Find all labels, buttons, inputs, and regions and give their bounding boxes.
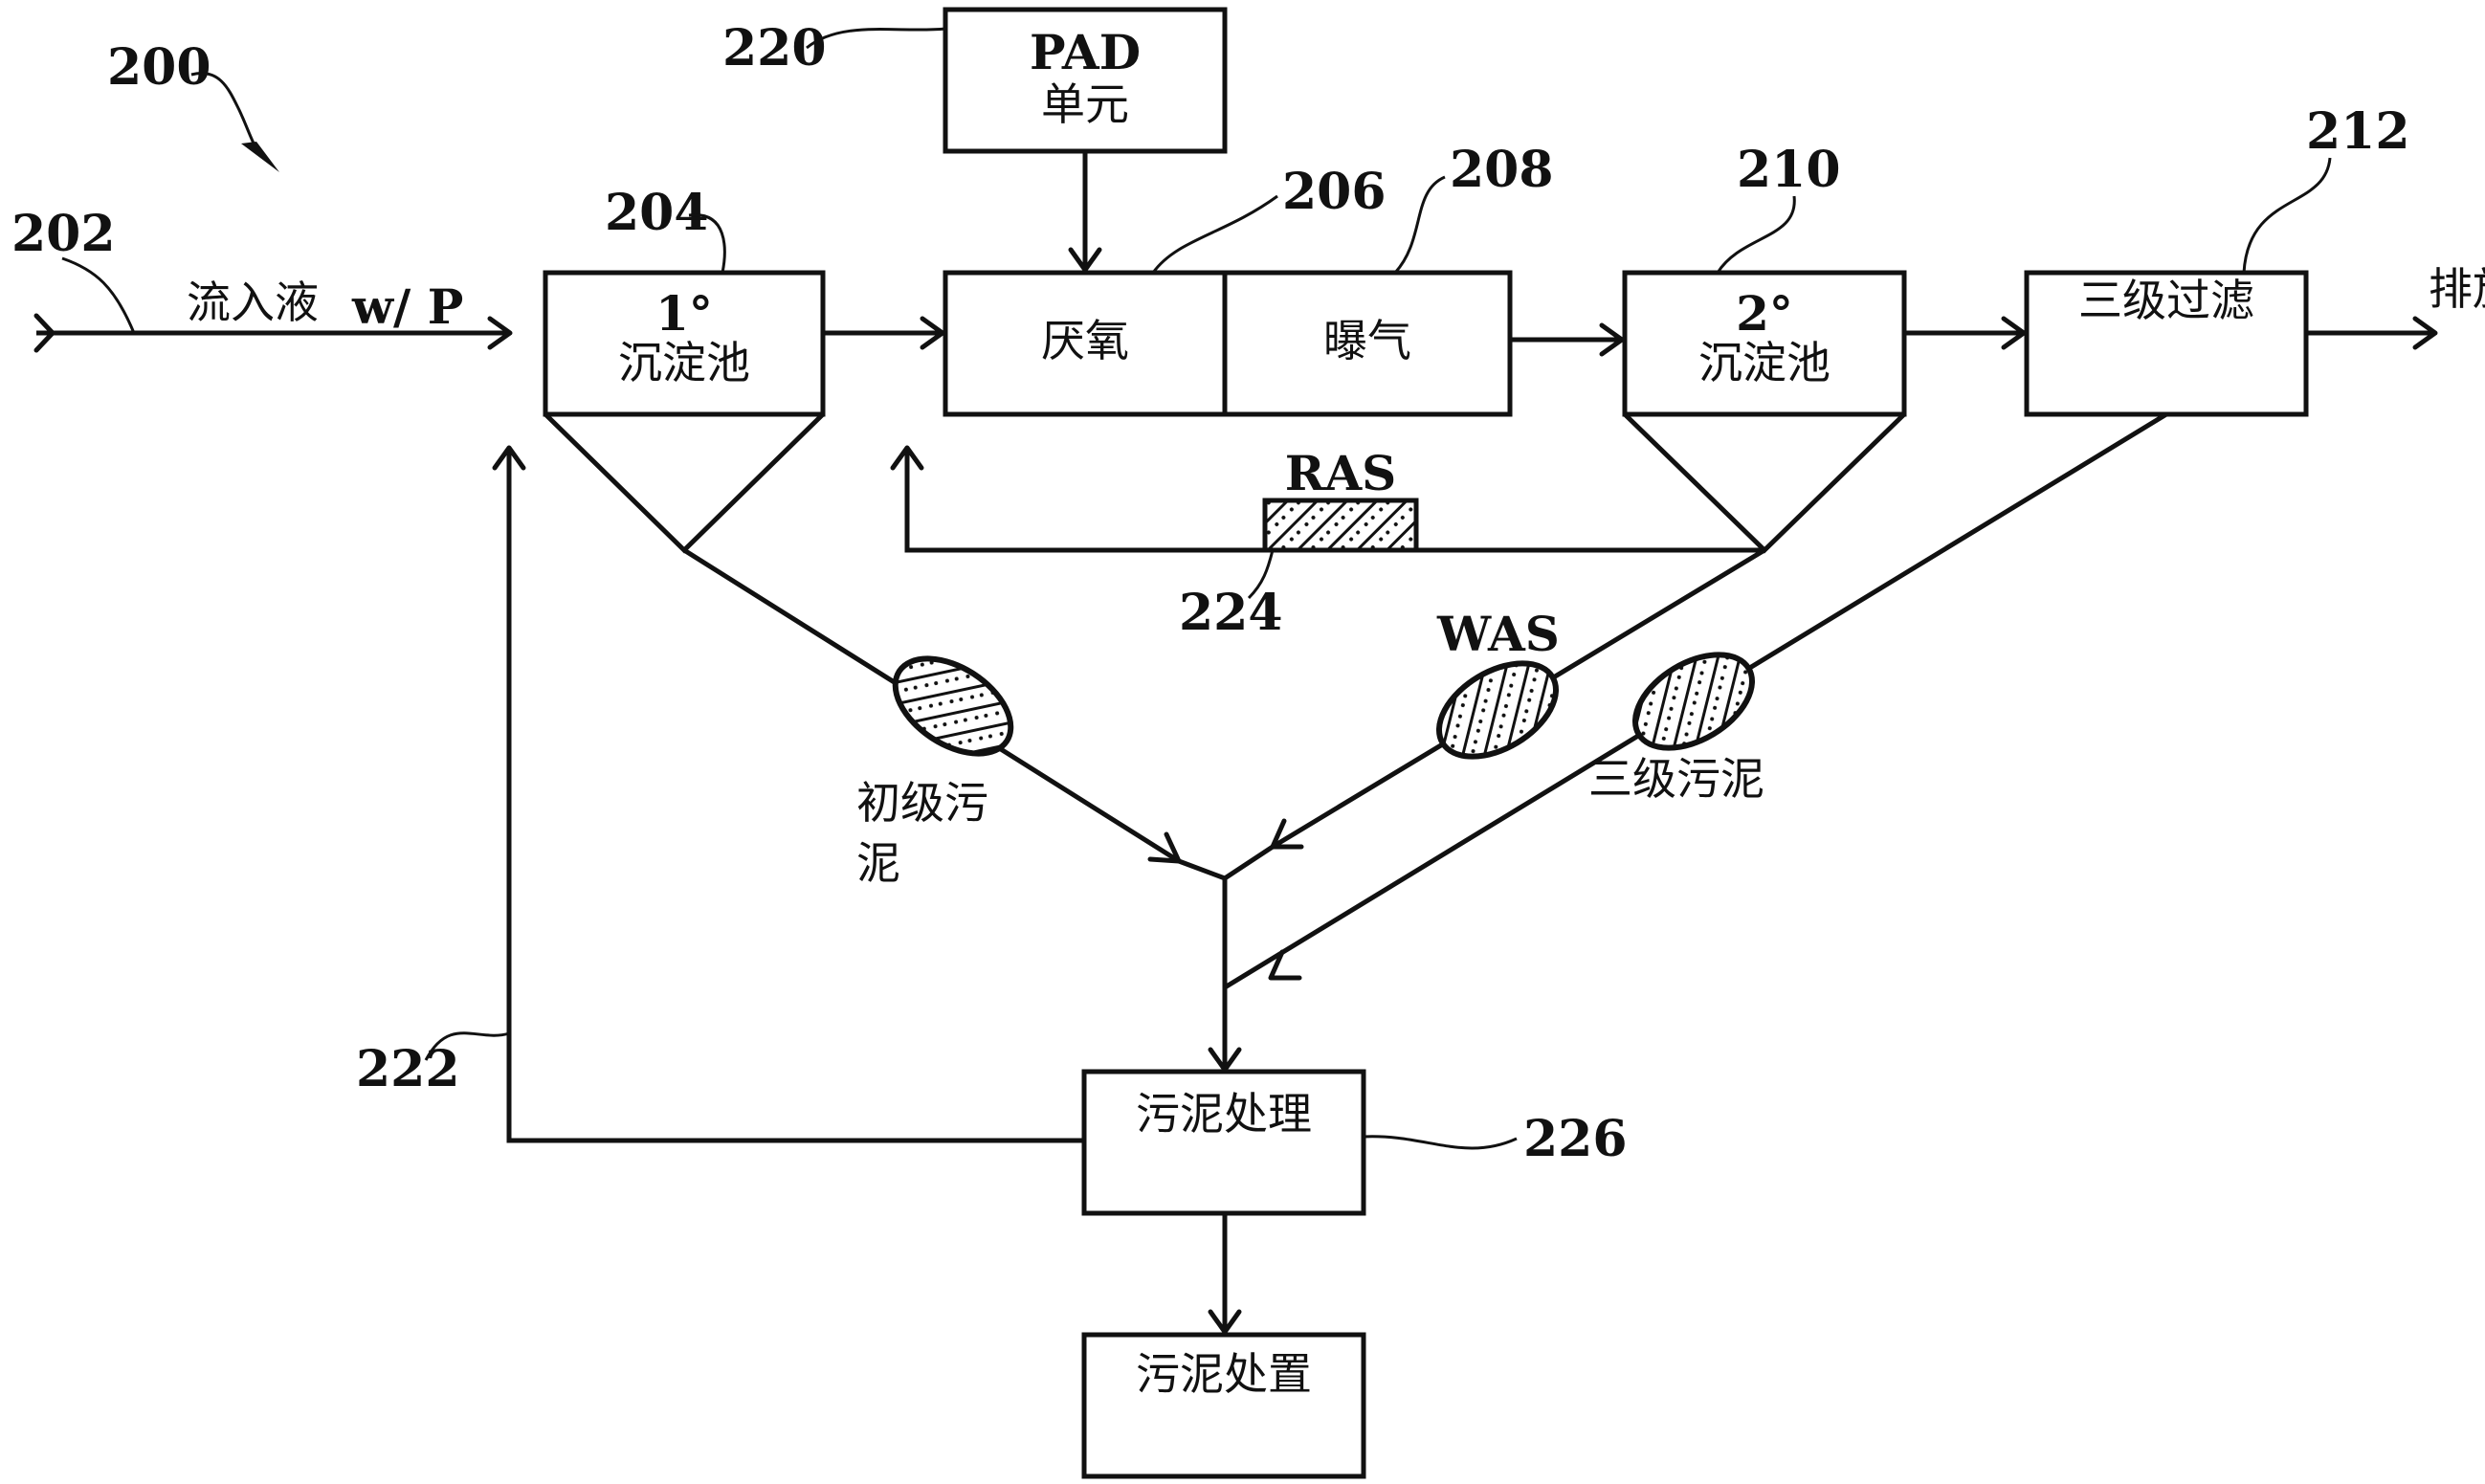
treatment-to-disposal-arrowhead [1208,1309,1242,1335]
sludge-disposal-label: 污泥处置 [1136,1348,1312,1400]
ref-220-leader [806,27,946,50]
ref-202-label: 202 [11,205,116,263]
ras-return-arrowhead [890,445,924,471]
ras-return: RAS 224 [890,445,1764,642]
primary-sludge-pump [892,655,1014,757]
was-line: WAS [1270,547,1766,850]
ref-210-label: 210 [1737,141,1841,199]
ref-208-leader [1393,175,1446,275]
primary-clarifier-subtitle: 沉淀池 [618,337,750,388]
primary-to-bioreactor-arrowhead [920,316,945,350]
tertiary-sludge-line: 三级污泥 [1223,411,2168,990]
ref-208-label: 208 [1450,141,1554,199]
secondary-clarifier-hopper [1623,412,1906,554]
pad-unit-box [943,7,1228,154]
ras-return-pipe [904,448,1764,553]
ref-226-label: 226 [1523,1110,1628,1168]
sludge-treatment-label: 污泥处理 [1136,1088,1312,1140]
tertiary-filter-box [2024,270,2309,417]
ref-204-leader [688,213,726,274]
ras-pump [1262,498,1419,553]
tertiary-sludge-pump [1631,652,1756,751]
effluent-label: 排放 [2429,263,2485,315]
recycle-arrowhead [492,445,526,471]
tertiary-sludge-label: 三级污泥 [1588,753,1764,805]
influent-arrowhead [487,316,513,350]
ref-206-label: 206 [1282,163,1387,221]
figure-reference-200: 200 [107,38,279,172]
sludge-treatment: 污泥处理 226 [1081,1069,1628,1216]
recycle-line: 222 [356,445,1084,1143]
influent-suffix: w/ P [351,278,463,335]
recycle-pipe [506,448,1084,1143]
anaerobic-label: 厌氧 [1041,315,1129,366]
ref-224-leader [1247,549,1275,600]
was-label: WAS [1436,606,1560,662]
primary-sludge-label-line2: 泥 [856,837,900,889]
sludge-disposal: 污泥处置 [1081,1332,1366,1479]
ref-220-label: 220 [722,19,827,78]
pad-unit: PAD 单元 220 [722,7,1228,273]
primary-clarifier-hopper [544,412,825,554]
aeration-label: 曝气 [1323,315,1411,366]
secondary-clarifier-box [1622,270,1907,417]
secondary-clarifier-title: 2° [1736,285,1793,342]
tertiary-filter: 三级过滤 212 [2024,102,2410,417]
primary-sludge-label-line1: 初级污 [856,777,988,829]
ref-200-leader [190,72,260,154]
ref-224-label: 224 [1179,584,1283,642]
ref-212-leader [2242,157,2332,274]
effluent-arrowhead [2412,316,2438,350]
secondary-to-tertiary-arrowhead [2001,316,2027,350]
ref-222-leader [424,1031,510,1061]
was-pump [1435,660,1560,760]
bioreactor-to-secondary-arrowhead [1599,322,1625,357]
pad-feed-arrowhead [1068,247,1102,273]
primary-clarifier-title: 1° [655,285,713,342]
ref-200-arrowhead [241,142,279,172]
ref-226-leader [1363,1135,1518,1150]
influent-line: 202 流入液 w/ P [11,205,513,353]
sludge-treatment-box [1081,1069,1366,1216]
ref-202-leader [61,256,136,334]
sludge-confluence [1178,844,1275,881]
ref-200-label: 200 [107,38,211,97]
pad-unit-title: PAD [1030,24,1141,80]
sludge-disposal-box [1081,1332,1366,1479]
secondary-clarifier: 2° 沉淀池 210 [1622,141,1907,554]
primary-sludge-line: 初级污 泥 [682,547,1182,889]
tertiary-filter-label: 三级过滤 [2078,275,2254,326]
bioreactor: 厌氧 曝气 206 208 [943,141,1554,417]
bioreactor-box [943,270,1513,417]
ref-210-leader [1716,195,1796,274]
ref-204-label: 204 [605,184,709,242]
primary-clarifier: 1° 沉淀池 204 [543,184,826,554]
pad-unit-subtitle: 单元 [1041,78,1129,130]
ref-222-label: 222 [356,1040,460,1098]
secondary-clarifier-subtitle: 沉淀池 [1698,337,1830,388]
influent-label: 流入液 [187,277,319,328]
ref-212-label: 212 [2306,102,2410,161]
ref-206-leader [1151,194,1278,274]
ras-label: RAS [1285,445,1396,501]
primary-clarifier-box [543,270,826,417]
tertiary-sludge-arrowhead [1268,949,1302,981]
